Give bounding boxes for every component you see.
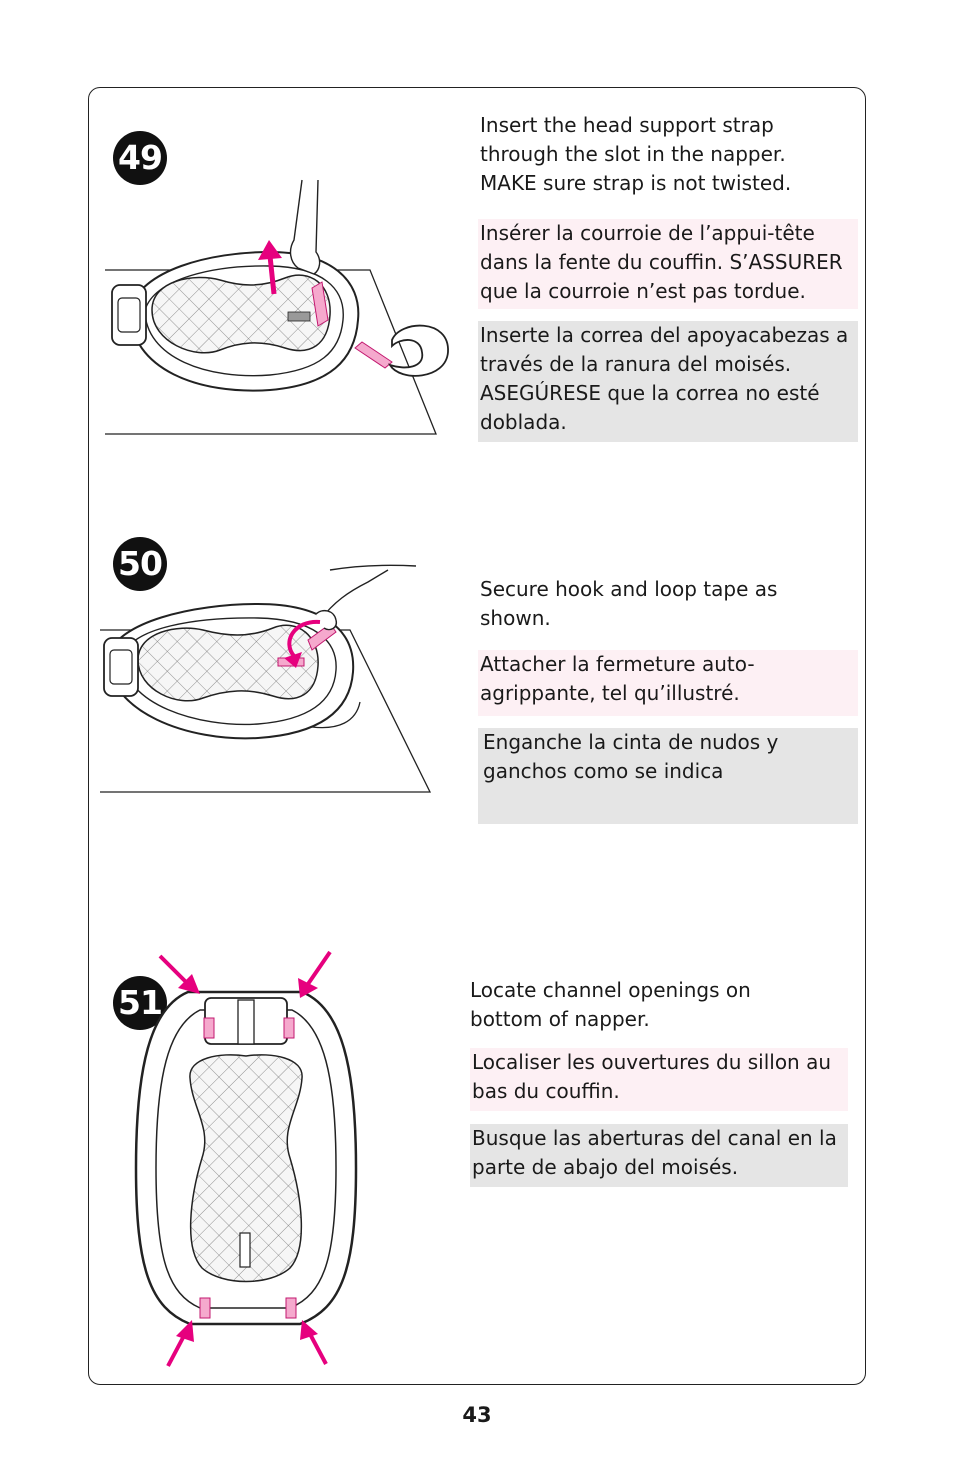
page-number: 43 xyxy=(462,1403,492,1427)
step-51-text-es: Busque las aberturas del canal en la par… xyxy=(470,1124,848,1187)
step-50-badge: 50 xyxy=(113,537,167,591)
step-49-illustration xyxy=(105,179,449,435)
step-50-text-es: Enganche la cinta de nudos y ganchos com… xyxy=(478,728,858,824)
step-51-illustration xyxy=(134,950,358,1367)
step-49-text-fr: Insérer la courroie de l’appui-tête dans… xyxy=(478,219,858,309)
step-49-text-es: Inserte la correa del apoyacabezas a tra… xyxy=(478,321,858,442)
step-51-text-en: Locate channel openings on bottom of nap… xyxy=(470,978,751,1031)
step-51-badge: 51 xyxy=(113,976,167,1030)
step-51-text-fr: Localiser les ouvertures du sillon au ba… xyxy=(470,1048,848,1111)
instruction-frame xyxy=(88,87,866,1385)
step-50-text-en: Secure hook and loop tape as shown. xyxy=(480,577,778,630)
step-49-text-en: Insert the head support strap through th… xyxy=(480,113,792,195)
step-49-badge: 49 xyxy=(113,131,167,185)
step-50-illustration xyxy=(100,564,432,793)
step-50-text-fr: Attacher la fermeture auto-agrippante, t… xyxy=(478,650,858,716)
